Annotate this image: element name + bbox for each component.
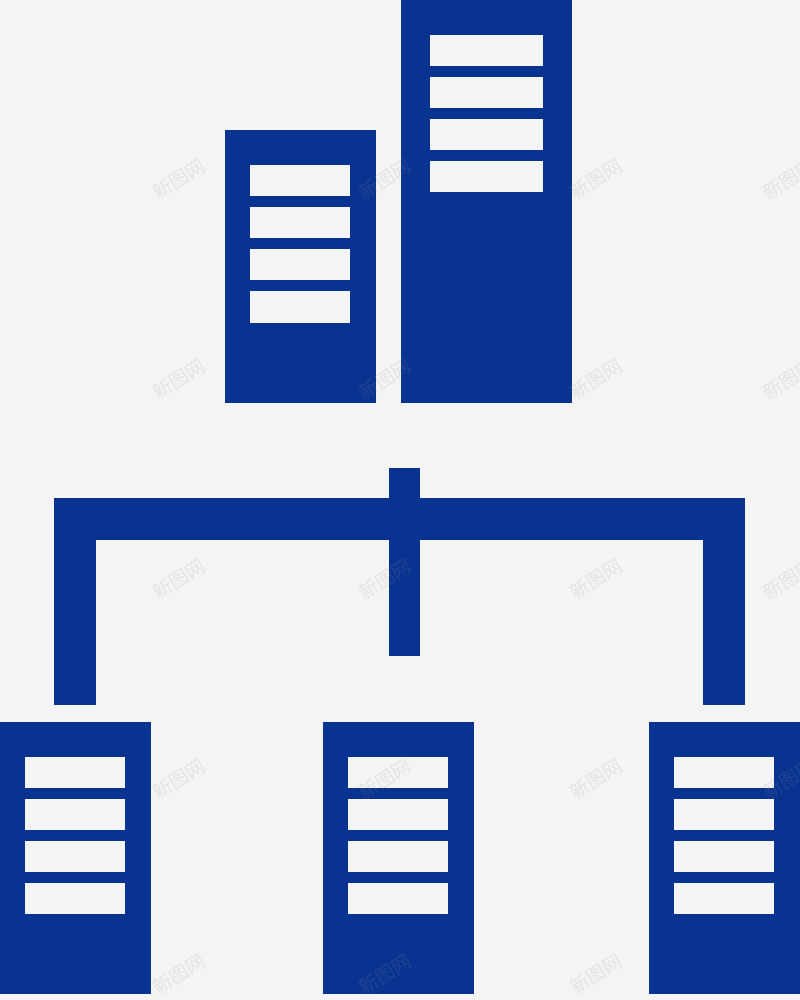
server-slot: [348, 883, 448, 914]
server-slot: [674, 799, 774, 830]
server-slot: [430, 119, 543, 150]
server-slot: [250, 207, 350, 238]
connector-right-drop: [703, 498, 745, 705]
top-server-right: [401, 0, 572, 403]
server-slot: [250, 165, 350, 196]
server-slot: [25, 883, 125, 914]
connector-left-drop: [54, 498, 96, 705]
server-slot: [674, 883, 774, 914]
server-slot: [348, 841, 448, 872]
server-slot: [250, 291, 350, 323]
server-slot: [25, 799, 125, 830]
bottom-server-middle: [323, 722, 474, 994]
server-slot: [430, 77, 543, 108]
connector-stem: [389, 468, 420, 656]
top-server-left: [225, 130, 376, 403]
server-body: [401, 0, 572, 403]
server-slot: [348, 757, 448, 788]
server-slot: [25, 841, 125, 872]
network-connector: [54, 468, 745, 705]
server-slot: [430, 161, 543, 192]
connector-bar: [54, 498, 745, 540]
server-slot: [250, 249, 350, 280]
bottom-server-right: [649, 722, 800, 994]
server-slot: [674, 757, 774, 788]
server-slot: [430, 35, 543, 66]
server-slot: [674, 841, 774, 872]
server-slot: [348, 799, 448, 830]
server-slot: [25, 757, 125, 788]
bottom-server-left: [0, 722, 151, 994]
